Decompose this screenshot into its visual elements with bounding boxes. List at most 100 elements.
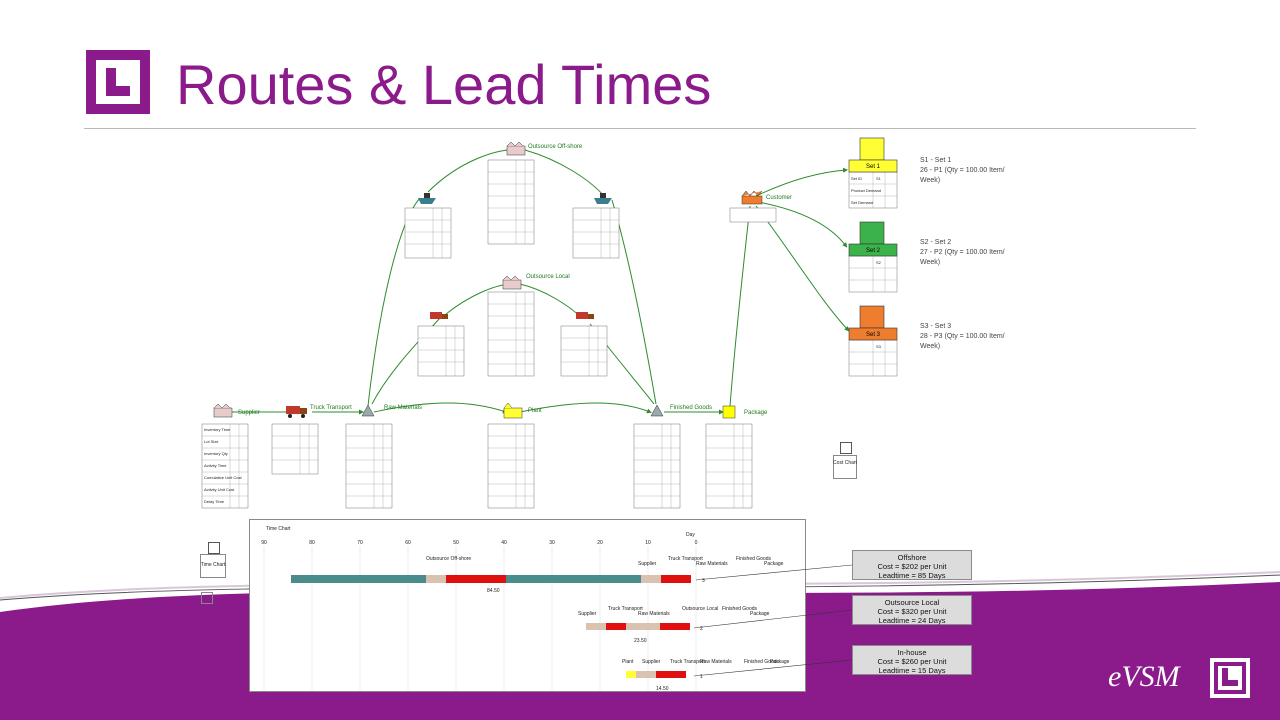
route-3-label: Outsource Off-shore — [426, 556, 471, 562]
time-chart-icon[interactable]: Time Chart — [200, 542, 226, 578]
ship-icon[interactable] — [594, 193, 612, 204]
route-2-label: Outsource Local — [682, 606, 718, 612]
data-tables — [201, 159, 898, 509]
package-icon[interactable] — [722, 405, 736, 419]
route-bar-teal — [506, 575, 641, 583]
callout-leadtime: Leadtime = 15 Days — [878, 666, 946, 675]
set-3-label: Set 3 — [866, 332, 881, 338]
customer-factory-icon[interactable] — [741, 190, 763, 205]
route-bar-tan — [641, 575, 661, 583]
route-2-label: Truck Transport — [608, 606, 643, 612]
callout-route: In-house — [897, 648, 927, 657]
set-1-document-icon[interactable] — [848, 137, 898, 173]
set-1-note: S1 - Set 1 26 - P1 (Qty = 100.00 Item/ W… — [920, 156, 1030, 186]
route-bar-red — [606, 623, 626, 630]
set-3-id: S3 — [876, 344, 882, 349]
route-bar-red — [661, 575, 691, 583]
route-bar-red — [660, 623, 690, 630]
node-truck-label: Truck Transport — [310, 405, 352, 411]
set-3-note: S3 - Set 3 28 - P3 (Qty = 100.00 Item/ W… — [920, 322, 1030, 352]
callout-leadtime: Leadtime = 24 Days — [878, 616, 946, 625]
time-chart-label: Time Chart — [200, 562, 226, 568]
brand-logo — [1210, 658, 1250, 698]
tick-label: 20 — [597, 540, 603, 546]
route-2-number: 2 — [700, 626, 703, 632]
route-2-label: Supplier — [578, 611, 597, 617]
tick-label: 90 — [261, 540, 267, 546]
route-bar-red — [446, 575, 506, 583]
node-plant-label: Plant — [528, 408, 542, 414]
row-label: Activity Unit Cost — [204, 487, 235, 492]
callout-cost: Cost = $202 per Unit — [877, 562, 947, 571]
route-2-label: Finished Goods — [722, 606, 758, 612]
evsm-logo — [86, 50, 150, 114]
truck-transport-icon[interactable] — [286, 406, 307, 418]
route-2-mid: 23.50 — [634, 638, 647, 644]
tick-label: 40 — [501, 540, 507, 546]
outsource-local-factory-icon[interactable] — [502, 275, 522, 290]
row-label: Set ID — [851, 176, 862, 181]
route-bar-yellow — [626, 671, 636, 678]
route-3-label: Supplier — [638, 561, 657, 567]
route-1-label: Supplier — [642, 659, 661, 665]
route-3-label: Package — [764, 561, 784, 567]
raw-materials-inventory-icon[interactable] — [361, 404, 375, 417]
supplier-factory-icon[interactable] — [213, 403, 233, 418]
set-1-id: S1 — [876, 176, 882, 181]
tick-label: 60 — [405, 540, 411, 546]
set-1-label: Set 1 — [866, 164, 881, 170]
truck-icon[interactable] — [430, 312, 448, 319]
plant-icon[interactable] — [503, 402, 523, 419]
outsource-offshore-factory-icon[interactable] — [506, 141, 526, 156]
route-1-label: Package — [770, 659, 790, 665]
cost-chart-label: Cost Chart — [833, 460, 857, 466]
route-bar-tan — [626, 623, 660, 630]
callout-cost: Cost = $260 per Unit — [877, 657, 947, 666]
set-note-line: 27 - P2 (Qty = 100.00 Item/ — [920, 249, 1005, 256]
set-2-document-icon[interactable] — [848, 221, 898, 257]
row-label: Inventory Time — [204, 427, 231, 432]
node-finished-goods-label: Finished Goods — [670, 405, 712, 411]
set-2-id: S2 — [876, 260, 882, 265]
route-bar-teal — [291, 575, 426, 583]
row-label: Inventory Qty — [204, 451, 228, 456]
small-grid-icon[interactable] — [201, 592, 213, 604]
tick-label: 10 — [645, 540, 651, 546]
route-1-label: Truck Transport — [670, 659, 705, 665]
ship-icon[interactable] — [418, 193, 436, 204]
row-label: Delay Time — [204, 499, 225, 504]
route-3-number: 3 — [702, 578, 705, 584]
finished-goods-inventory-icon[interactable] — [650, 404, 664, 417]
set-note-line: Week) — [920, 343, 941, 350]
set-note-line: Week) — [920, 177, 941, 184]
set-2-note: S2 - Set 2 27 - P2 (Qty = 100.00 Item/ W… — [920, 238, 1030, 268]
route-3-label: Truck Transport — [668, 556, 703, 562]
tick-label: 30 — [549, 540, 555, 546]
callout-in-house: In-house Cost = $260 per Unit Leadtime =… — [852, 645, 972, 675]
callout-outsource-local: Outsource Local Cost = $320 per Unit Lea… — [852, 595, 972, 625]
route-3-label: Raw Materials — [696, 561, 728, 567]
set-3-document-icon[interactable] — [848, 305, 898, 341]
row-label: Lot Size — [204, 439, 219, 444]
cost-chart-icon[interactable]: Cost Chart — [833, 442, 857, 479]
route-bar-tan — [426, 575, 446, 583]
set-note-line: 28 - P3 (Qty = 100.00 Item/ — [920, 333, 1005, 340]
time-chart-title: Time Chart — [266, 526, 291, 532]
route-bar-tan — [636, 671, 656, 678]
tick-label: 50 — [453, 540, 459, 546]
set-note-line: S1 - Set 1 — [920, 157, 952, 164]
route-1-number: 1 — [700, 674, 703, 680]
brand-wordmark: eVSM — [1108, 660, 1180, 693]
set-note-line: S3 - Set 3 — [920, 323, 952, 330]
route-1-label: Plant — [622, 659, 634, 665]
callout-cost: Cost = $320 per Unit — [877, 607, 947, 616]
tick-label: 0 — [695, 540, 698, 546]
route-3-label: Finished Goods — [736, 556, 772, 562]
truck-icon[interactable] — [576, 312, 594, 319]
route-2-label: Package — [750, 611, 770, 617]
route-1-label: Raw Materials — [700, 659, 732, 665]
set-note-line: S2 - Set 2 — [920, 239, 952, 246]
